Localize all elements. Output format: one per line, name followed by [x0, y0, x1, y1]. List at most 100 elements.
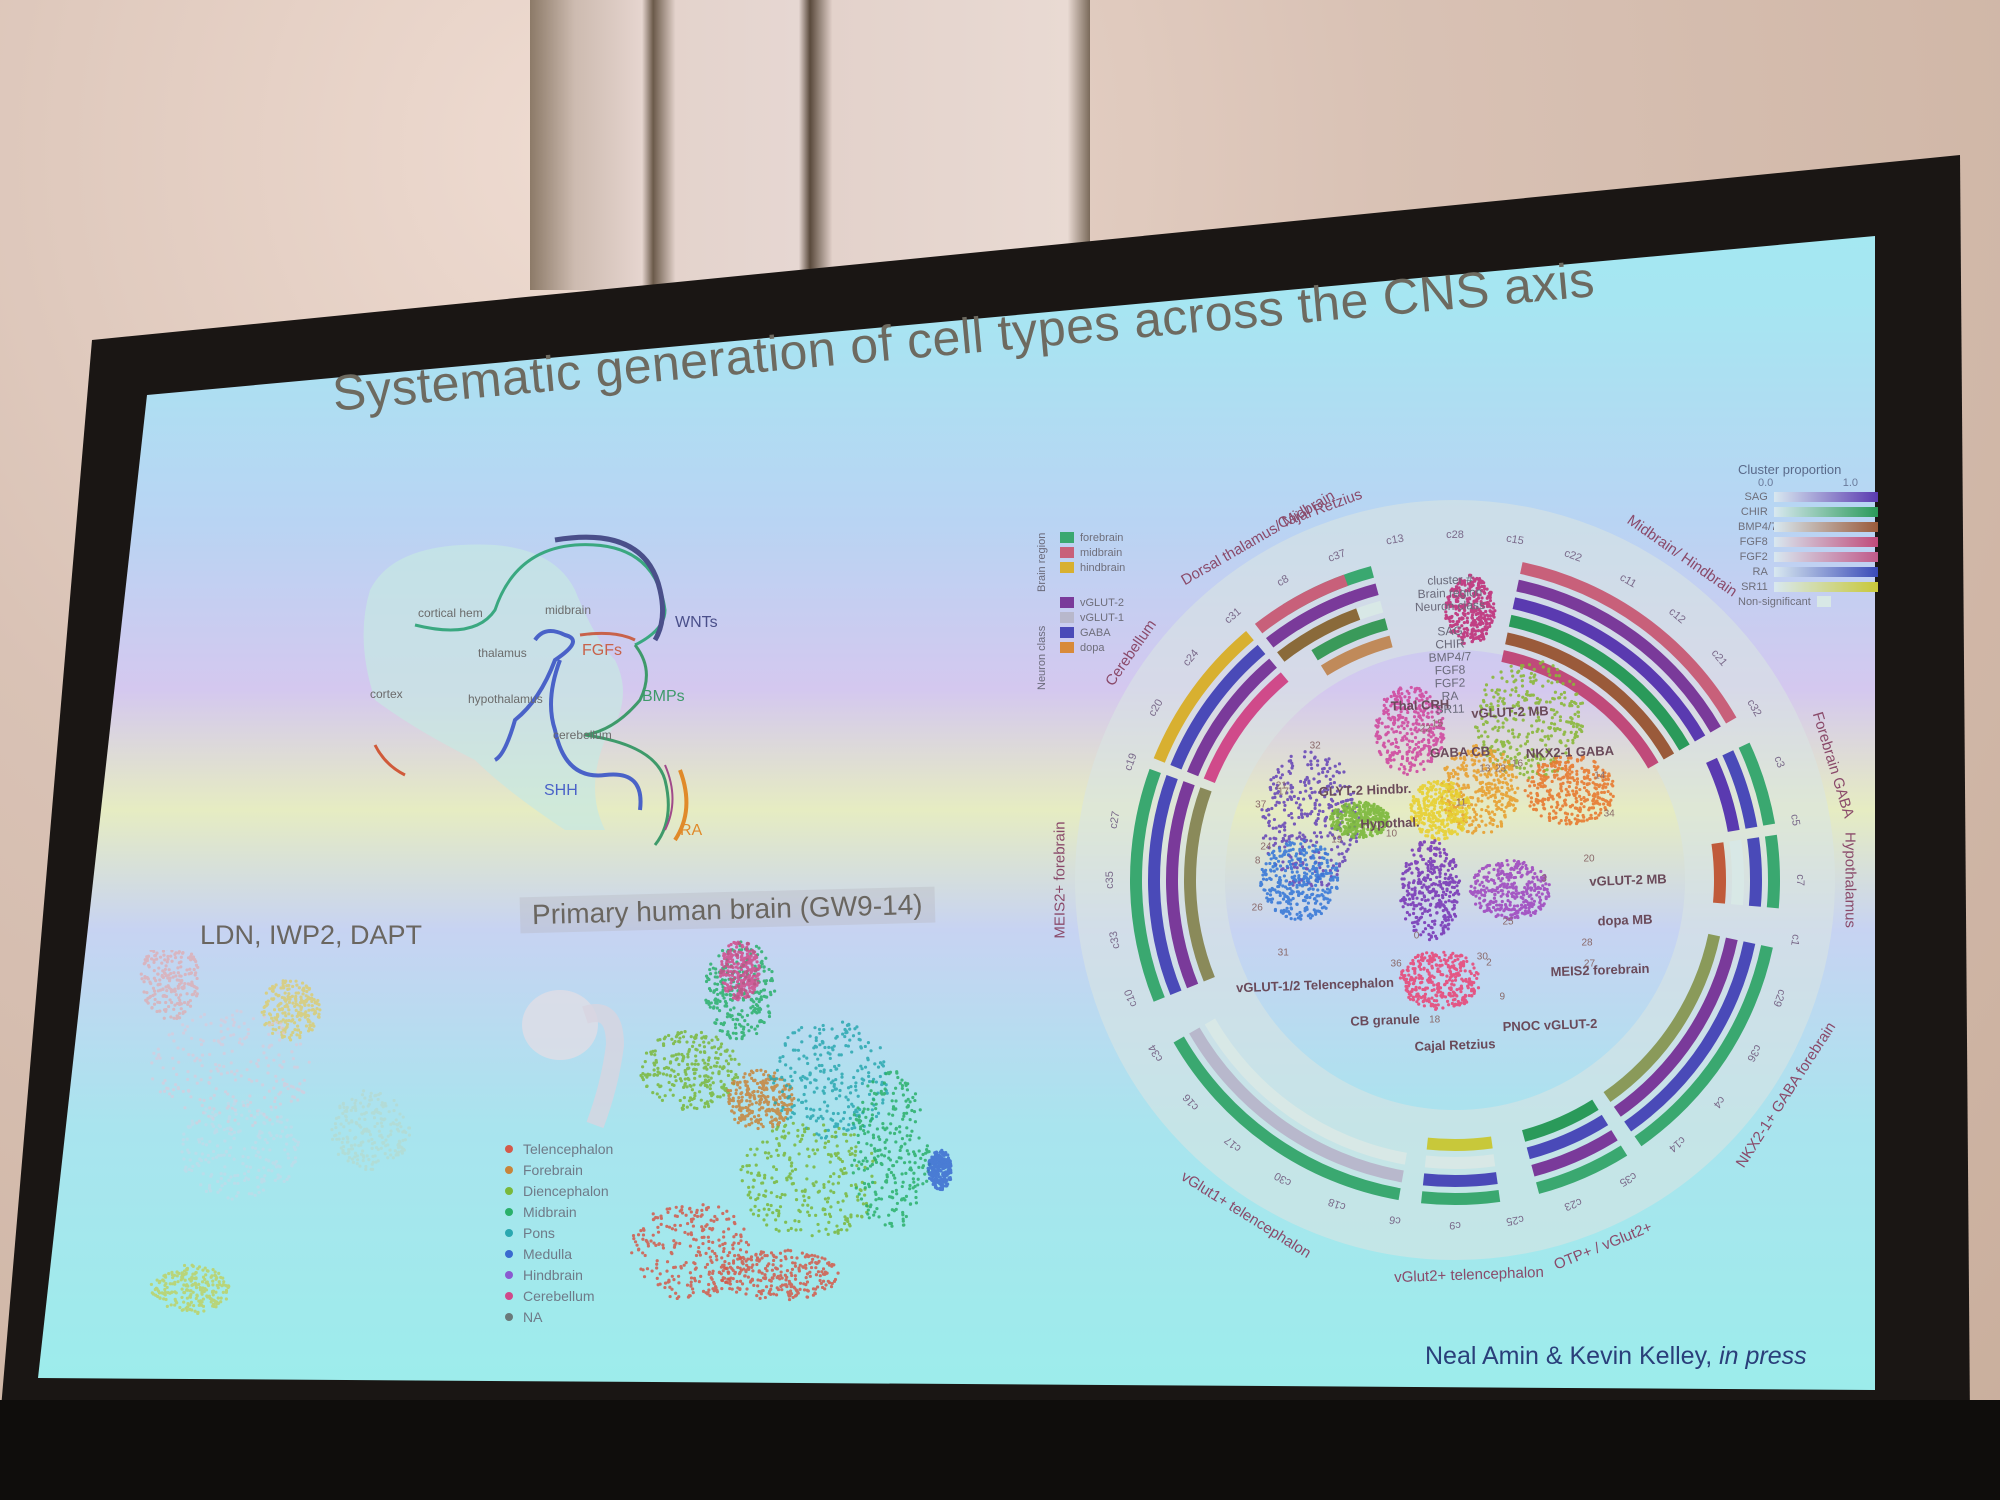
circos-label: GABA CB — [1429, 743, 1491, 761]
nonsig-label: Non-significant — [1738, 595, 1811, 608]
legend-item: Forebrain — [505, 1159, 613, 1180]
legend-swatch — [1060, 612, 1074, 623]
signal-label-wnts: WNTs — [675, 614, 718, 631]
legend-item: SAG — [1738, 489, 1878, 504]
circos-segment — [1512, 597, 1706, 742]
legend-dot — [505, 1291, 513, 1300]
circos-segment — [1170, 644, 1266, 770]
circos-label: Hypothalamus — [1841, 832, 1859, 928]
umap-cluster — [1409, 779, 1471, 842]
circos-label: Cajal Retzius — [1414, 1036, 1496, 1054]
legend-label: Midbrain — [523, 1203, 577, 1220]
primary-umap-plot — [630, 940, 953, 1302]
circos-label: 24 — [1260, 841, 1272, 853]
circos-segment — [1505, 632, 1675, 760]
legend-label: Cerebellum — [523, 1287, 595, 1304]
proportion-min: 0.0 — [1758, 477, 1774, 489]
legend-item: FGF8 — [1738, 534, 1878, 549]
legend-label: SAG — [1744, 490, 1768, 503]
umap-cluster — [180, 1098, 301, 1201]
circos-label: dopa MB — [1597, 911, 1653, 929]
circos-label: c5 — [1787, 813, 1802, 827]
circos-label: 22 — [1419, 723, 1431, 735]
umap-cluster — [1444, 573, 1497, 645]
circos-label: c1 — [1787, 933, 1802, 947]
umap-cluster — [639, 1029, 741, 1111]
circos-segment — [1166, 781, 1199, 989]
circos-segment — [1421, 1189, 1501, 1205]
legend-item: Midbrain — [505, 1201, 613, 1222]
circos-segment — [1508, 614, 1690, 751]
region-label: cortical hem — [418, 606, 483, 620]
legend-swatch — [1060, 642, 1074, 653]
circos-label: Neuron class — [1414, 597, 1486, 615]
circos-segment — [1516, 579, 1721, 733]
legend-dot — [505, 1144, 513, 1153]
region-label: cortex — [370, 687, 403, 701]
circos-segment — [1536, 1145, 1628, 1194]
legend-swatch — [1060, 547, 1074, 558]
legend-swatch — [1773, 551, 1878, 562]
legend-item: FGF2 — [1738, 549, 1878, 564]
circos-label: c28 — [1446, 529, 1464, 541]
legend-item: Diencephalon — [505, 1180, 613, 1201]
legend-dot — [505, 1186, 513, 1195]
legend-item: dopa — [1060, 640, 1125, 655]
circos-segment — [1320, 635, 1393, 676]
circos-segment — [1522, 1099, 1599, 1142]
circos-label: 36 — [1390, 958, 1402, 970]
circos-segment — [1184, 787, 1215, 982]
umap-cluster — [330, 1089, 412, 1172]
circos-segment — [1148, 774, 1182, 996]
credit-authors: Neal Amin & Kevin Kelley, — [1425, 1342, 1720, 1370]
circos-label: 32 — [1309, 740, 1321, 751]
circos-segment — [1204, 1018, 1407, 1165]
region-label: thalamus — [478, 646, 527, 660]
circos-segment — [1130, 768, 1165, 1002]
circos-segment — [1603, 933, 1721, 1102]
circos-label: 17 — [1277, 786, 1289, 798]
circos-segment — [1254, 574, 1348, 634]
legend-item: vGLUT-2 — [1060, 595, 1125, 610]
legend-swatch — [1773, 506, 1878, 517]
legend-swatch — [1060, 627, 1074, 638]
circos-label: 27 — [1583, 958, 1596, 970]
circos-label: CB granule — [1350, 1011, 1420, 1029]
legend-label: NA — [523, 1308, 543, 1325]
legend-item: Telencephalon — [505, 1138, 613, 1159]
legend-dot — [505, 1165, 513, 1174]
umap-cluster — [1399, 839, 1462, 942]
umap-cluster — [926, 1148, 953, 1192]
circos-label: c35 — [1104, 871, 1116, 889]
nonsig-swatch — [1816, 596, 1831, 607]
legend-label: forebrain — [1080, 531, 1124, 544]
circos-label: 30 — [1476, 951, 1488, 963]
legend-item: RA — [1738, 564, 1878, 579]
region-label: midbrain — [545, 603, 592, 617]
circos-label: 11 — [1455, 797, 1467, 809]
legend-dot — [505, 1207, 513, 1216]
legend-item: GABA — [1060, 625, 1125, 640]
legend-label: Medulla — [523, 1245, 573, 1262]
signal-label-ra: RA — [680, 822, 703, 839]
brain-signaling-diagram — [363, 534, 689, 846]
legend-swatch — [1060, 562, 1074, 573]
umap-cluster — [719, 1248, 840, 1302]
circos-label: 37 — [1255, 799, 1267, 811]
legend-label: vGLUT-1 — [1080, 611, 1125, 624]
legend-dot — [505, 1312, 513, 1321]
proportion-max: 1.0 — [1842, 477, 1858, 489]
umap-cluster — [1440, 743, 1520, 835]
circos-label: c7 — [1794, 874, 1806, 886]
circos-segment — [1153, 631, 1254, 763]
circos-segment — [1531, 1130, 1618, 1177]
brain-illustration — [522, 990, 625, 1129]
circos-label: c6 — [1388, 1212, 1402, 1227]
circos-segment — [1706, 757, 1740, 832]
umap-cluster — [139, 950, 200, 1021]
legend-item: CHIR — [1738, 504, 1878, 519]
region-label: cerebellum — [553, 728, 612, 742]
umap-cluster — [739, 1121, 877, 1238]
circos-label: 16 — [1511, 758, 1524, 770]
